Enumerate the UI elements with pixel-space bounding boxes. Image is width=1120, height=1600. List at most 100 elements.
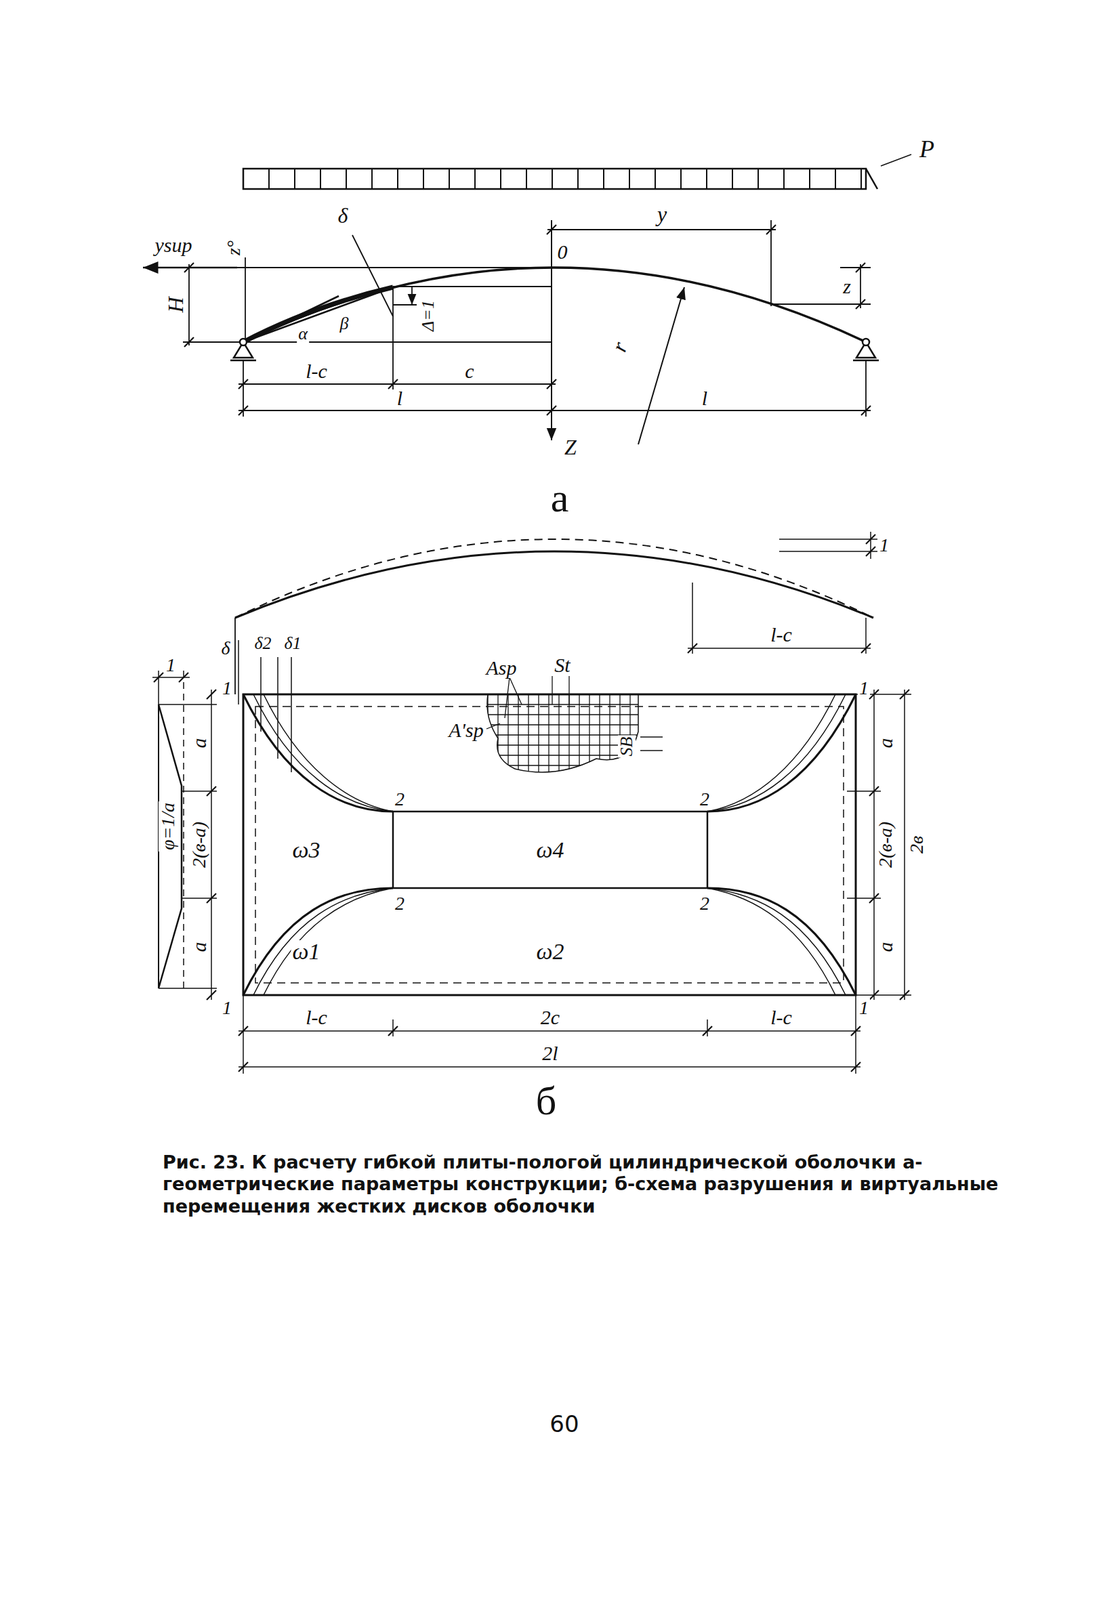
crown-line <box>237 266 552 269</box>
displacement-label: δ1 <box>282 634 303 653</box>
dimension-label: 2l <box>540 1043 559 1064</box>
load-bar-cell <box>448 168 450 190</box>
extension-line <box>706 1019 709 1037</box>
load-bar-cell <box>628 168 631 190</box>
rebar-label: St <box>552 655 572 676</box>
dimension-tick <box>855 299 866 309</box>
rotation-label: φ=1/a <box>158 801 178 852</box>
dimension-label: a <box>875 941 896 954</box>
yield-line <box>707 888 836 996</box>
shell-plan <box>243 694 856 996</box>
yield-line <box>707 694 846 812</box>
yield-line <box>707 888 846 996</box>
dimension-tick <box>206 893 217 904</box>
zero-line <box>182 670 185 991</box>
dimension-label: 2в <box>907 834 927 856</box>
dimension-tick <box>178 672 189 683</box>
mesh-bar <box>484 703 643 705</box>
disc-label: ω3 <box>290 838 322 862</box>
yield-line <box>263 888 393 996</box>
rebar-label: A'sp <box>447 720 485 741</box>
load-bar-cell <box>577 168 579 190</box>
displaced-plan <box>255 706 844 984</box>
hinge-number: 2 <box>393 894 406 914</box>
load-bar-cell <box>345 168 347 190</box>
extension-line <box>855 995 857 1074</box>
dimension-label: l-c <box>769 1007 794 1028</box>
yield-line <box>707 694 856 812</box>
dimension-tick <box>899 990 910 1001</box>
load-bar-cell <box>474 168 476 190</box>
spacing-tick <box>640 736 663 738</box>
yield-line <box>243 888 393 996</box>
extension-line <box>865 360 867 417</box>
dimension-line <box>210 689 213 1001</box>
displacement-diagram <box>158 704 182 989</box>
dimension-tick <box>184 262 194 273</box>
load-bar-cell <box>680 168 682 190</box>
load-bar-cell <box>397 168 399 190</box>
dimension-tick <box>206 786 217 797</box>
load-bar-cell <box>860 168 862 190</box>
load-bar-cell <box>371 168 373 190</box>
dimension-tick <box>546 405 557 416</box>
mesh-bar <box>484 724 643 725</box>
force-label: ysup <box>153 235 194 256</box>
yield-line <box>253 888 393 996</box>
extension-line <box>242 995 244 1074</box>
displacement-label: δ2 <box>252 634 273 653</box>
mesh-bar <box>484 775 643 776</box>
hinge-number: 1 <box>220 678 234 698</box>
extension-line <box>770 220 772 307</box>
extension-line <box>846 790 881 793</box>
hinge-number: 1 <box>220 998 234 1018</box>
extension-line <box>779 550 878 553</box>
displaced-arch <box>235 539 874 618</box>
load-bar-cell <box>834 168 837 190</box>
extension-line <box>242 360 244 417</box>
dimension-tick <box>851 1062 861 1072</box>
load-bar-cell <box>551 168 553 190</box>
dimension-line <box>238 383 556 385</box>
dimension-line <box>859 264 862 309</box>
yield-line <box>243 694 393 812</box>
extension-line <box>779 538 878 541</box>
dimension-label: l-c <box>304 1007 329 1028</box>
hinge-line <box>392 287 394 390</box>
dimension-tick <box>869 689 879 700</box>
dimension-tick <box>388 1026 398 1036</box>
rebar-label: Asp <box>485 657 519 679</box>
dimension-line <box>687 647 871 650</box>
dimension-tick <box>238 405 248 416</box>
dimension-label: δ <box>336 204 350 227</box>
load-bar <box>243 168 866 190</box>
leader-line <box>880 154 912 167</box>
hinge <box>239 338 247 346</box>
dimension-tick <box>851 1026 861 1036</box>
chord-line <box>243 287 393 343</box>
extension-line <box>158 703 217 706</box>
level-line <box>392 304 417 306</box>
dimension-label: z <box>841 276 853 297</box>
extension-line <box>234 617 236 695</box>
dimension-label: c <box>463 361 475 382</box>
displacement-line <box>277 657 279 759</box>
dimension-label: y <box>655 203 669 225</box>
dimension-tick <box>869 893 879 904</box>
leader-line <box>509 677 522 705</box>
angle-label: β <box>338 315 351 333</box>
dimension-tick <box>861 643 871 654</box>
dimension-tick <box>766 224 776 235</box>
origin-label: 0 <box>556 241 570 263</box>
hinge-number: 2 <box>698 894 711 914</box>
load-bar-cell <box>268 168 270 190</box>
dimension-line <box>873 689 875 1001</box>
central-disc <box>392 811 708 889</box>
dimension-tick <box>388 379 398 389</box>
base-line <box>243 341 552 343</box>
dimension-label: a <box>189 737 210 751</box>
z-axis <box>550 220 553 441</box>
extension-line <box>158 987 217 990</box>
dimension-tick <box>865 546 876 557</box>
plan-view <box>152 531 912 1074</box>
